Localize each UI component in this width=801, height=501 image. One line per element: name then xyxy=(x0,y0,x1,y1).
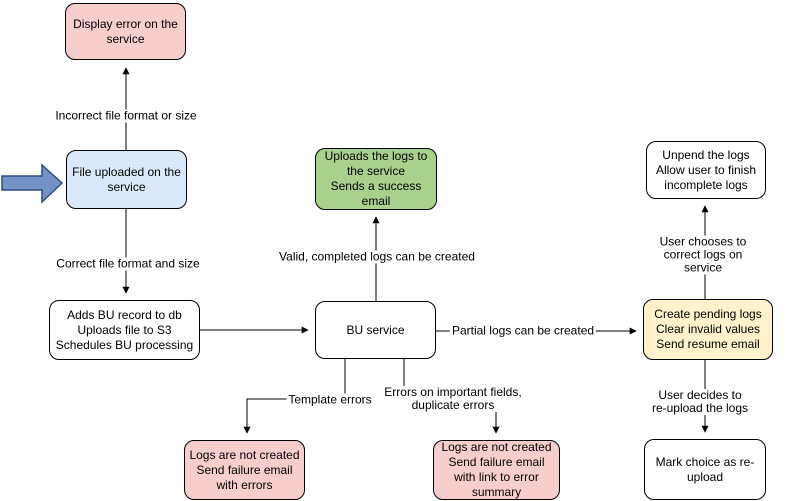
edge-label-reupload: User decides to re-upload the logs xyxy=(649,389,751,415)
node-adds-bu-record: Adds BU record to db Uploads file to S3 … xyxy=(49,300,200,360)
node-unpend-logs: Unpend the logs Allow user to finish inc… xyxy=(646,141,766,199)
edge-label-partial-logs: Partial logs can be created xyxy=(449,323,597,338)
entry-block-arrow-icon xyxy=(1,163,64,204)
edge-label-incorrect-format: Incorrect file format or size xyxy=(53,108,199,123)
node-fail-with-errors: Logs are not created Send failure email … xyxy=(184,440,305,500)
node-display-error: Display error on the service xyxy=(65,3,186,60)
node-file-uploaded: File uploaded on the service xyxy=(66,150,187,209)
node-mark-reupload: Mark choice as re- upload xyxy=(644,439,766,500)
edge-label-correct-format: Correct file format and size xyxy=(54,256,202,271)
node-bu-service: BU service xyxy=(315,301,436,359)
edge-label-important-errors: Errors on important fields, duplicate er… xyxy=(382,385,524,412)
edge-label-correct-on-service: User chooses to correct logs on service xyxy=(654,235,752,275)
node-fail-with-summary: Logs are not created Send failure email … xyxy=(433,440,560,500)
node-upload-success: Uploads the logs to the service Sends a … xyxy=(315,148,437,210)
node-create-pending: Create pending logs Clear invalid values… xyxy=(643,299,773,360)
edge-label-template-errors: Template errors xyxy=(286,392,374,407)
edge-label-valid-logs: Valid, completed logs can be created xyxy=(277,249,477,264)
